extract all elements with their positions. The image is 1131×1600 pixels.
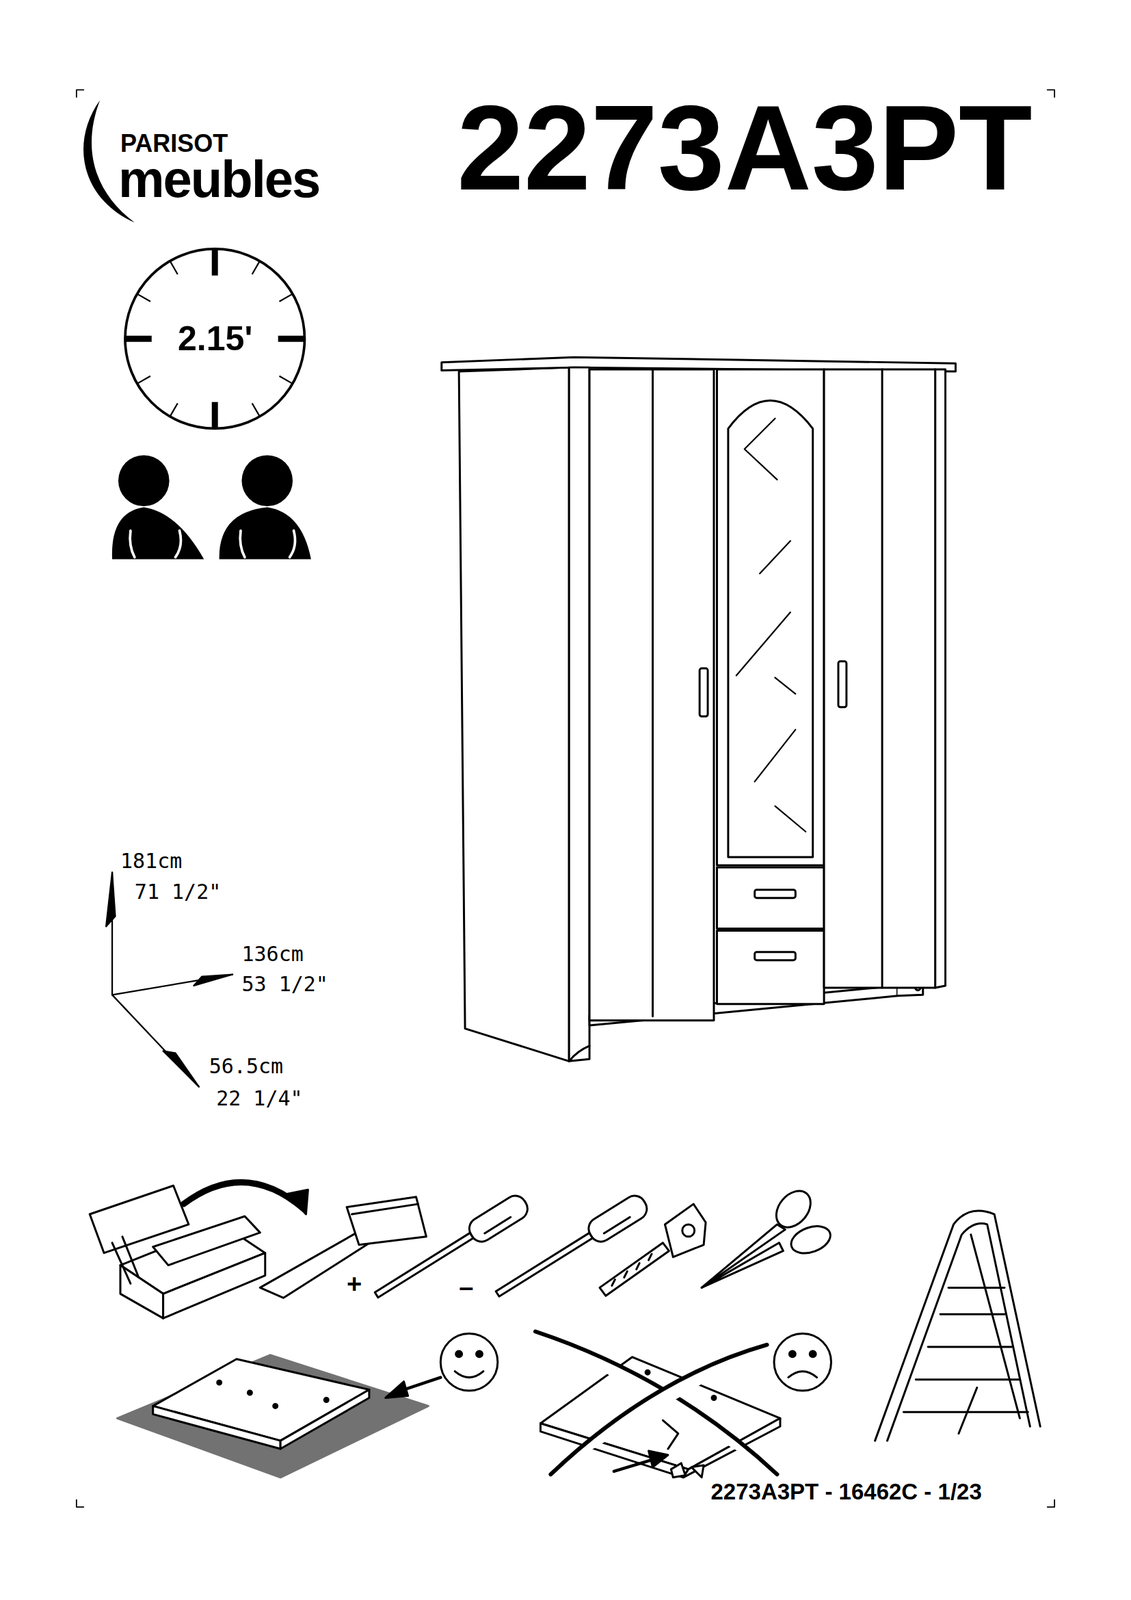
- clock-tick: [252, 402, 260, 416]
- wardrobe-drawing: [441, 356, 956, 1061]
- tape-measure-icon: [599, 1203, 706, 1296]
- clock-tick: [170, 402, 178, 416]
- dimension-label: 53 1/2": [241, 973, 328, 995]
- dimension-label: 56.5cm: [209, 1055, 284, 1077]
- tool-symbol: +: [346, 1270, 362, 1297]
- reference-footer: 2273A3PT - 16462C - 1/23: [711, 1479, 982, 1503]
- clock-tick: [252, 260, 260, 274]
- person-arms: [129, 530, 295, 558]
- clock-tick: [137, 294, 151, 302]
- dimension-label: 71 1/2": [134, 881, 221, 902]
- clock-tick: [279, 294, 293, 302]
- dimension-label: 181cm: [120, 850, 182, 872]
- flat-screwdriver-icon: [490, 1191, 651, 1305]
- damaged-panel: [535, 1331, 832, 1478]
- clock-tick: [170, 260, 178, 274]
- scissors-icon: [701, 1183, 835, 1287]
- panel-on-rug: [117, 1333, 498, 1478]
- clock-tick: [279, 376, 293, 384]
- dimension-label: 136cm: [241, 943, 303, 965]
- dimension-label: 22 1/4": [216, 1087, 303, 1109]
- clock-tick: [137, 376, 151, 384]
- clock-tick: [278, 335, 305, 342]
- clock-circle: 2.15': [123, 246, 307, 431]
- two-persons-icon: [112, 454, 312, 559]
- brand-name: meubles: [118, 153, 320, 206]
- clock-outline: [125, 248, 305, 429]
- toolbox-icon: [89, 1181, 308, 1318]
- tool-symbol: –: [458, 1273, 474, 1300]
- model-title: 2273A3PT: [456, 87, 1032, 208]
- clock-tick: [125, 335, 152, 342]
- clock-tick: [211, 402, 219, 429]
- dimension-axes: [105, 871, 233, 1086]
- assembly-time: 2.15': [177, 321, 253, 356]
- clock-content: 2.15': [177, 321, 253, 356]
- corner-marks: [76, 89, 1055, 1507]
- step-ladder-icon: [875, 1210, 1041, 1441]
- clock-tick: [211, 248, 219, 276]
